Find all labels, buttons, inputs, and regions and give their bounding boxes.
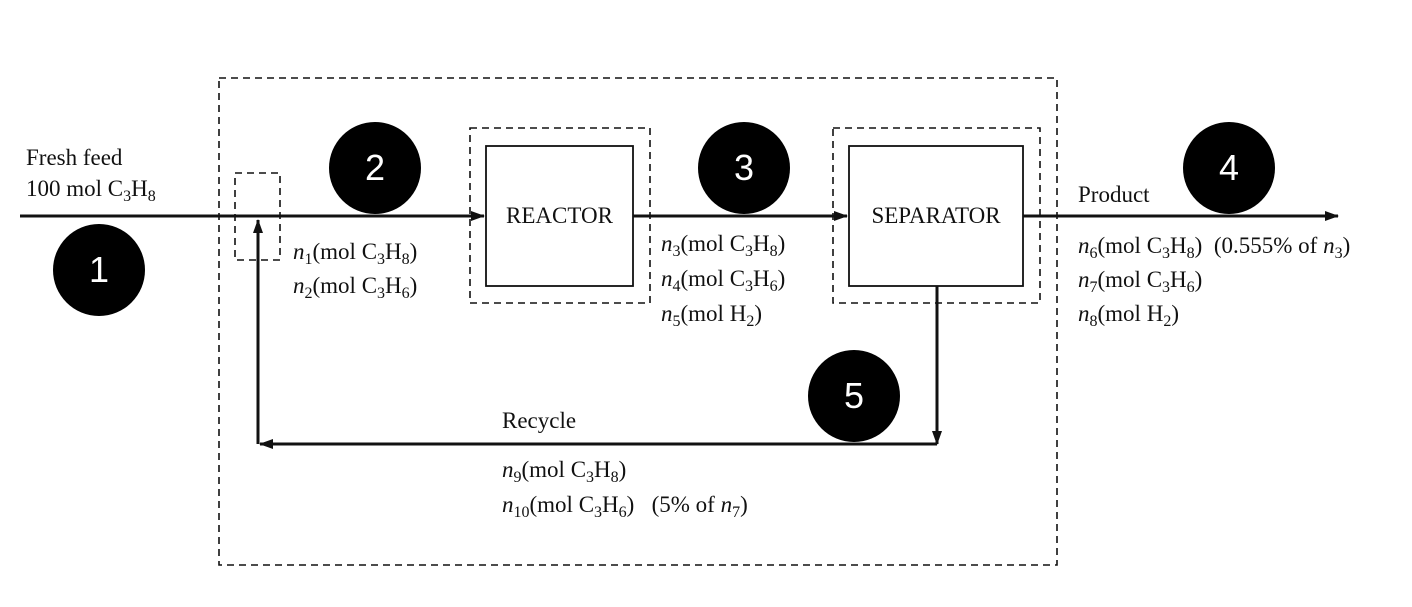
- fresh-feed-amount: 100 mol C3H8: [26, 176, 156, 205]
- product-n7-label: n7(mol C3H6): [1078, 267, 1203, 296]
- product-title: Product: [1078, 182, 1150, 207]
- stream-marker-5: 5: [808, 350, 900, 442]
- recycle-title: Recycle: [502, 408, 577, 433]
- system-boundary: [218, 77, 1058, 566]
- product-n8-label: n8(mol H2): [1078, 301, 1179, 330]
- reactor-box: [485, 145, 634, 287]
- stream2-n2-label: n2(mol C3H6): [293, 273, 418, 302]
- separator-label: SEPARATOR: [871, 203, 1001, 228]
- fresh-feed-title: Fresh feed: [26, 145, 123, 170]
- reactor-label: REACTOR: [506, 203, 613, 228]
- recycle-n10-label: n10(mol C3H6) (5% of n7): [502, 492, 748, 521]
- stream3-n5-label: n5(mol H2): [661, 301, 762, 330]
- stream3-n4-label: n4(mol C3H6): [661, 266, 786, 295]
- stream-marker-1: 1: [53, 224, 145, 316]
- product-n6-label: n6(mol C3H8) (0.555% of n3): [1078, 233, 1351, 262]
- stream-marker-4: 4: [1183, 122, 1275, 214]
- separator-box: [848, 145, 1024, 287]
- stream3-n3-label: n3(mol C3H8): [661, 231, 786, 260]
- recycle-n9-label: n9(mol C3H8): [502, 457, 627, 486]
- stream-marker-3: 3: [698, 122, 790, 214]
- stream2-n1-label: n1(mol C3H8): [293, 239, 418, 268]
- stream-marker-2: 2: [329, 122, 421, 214]
